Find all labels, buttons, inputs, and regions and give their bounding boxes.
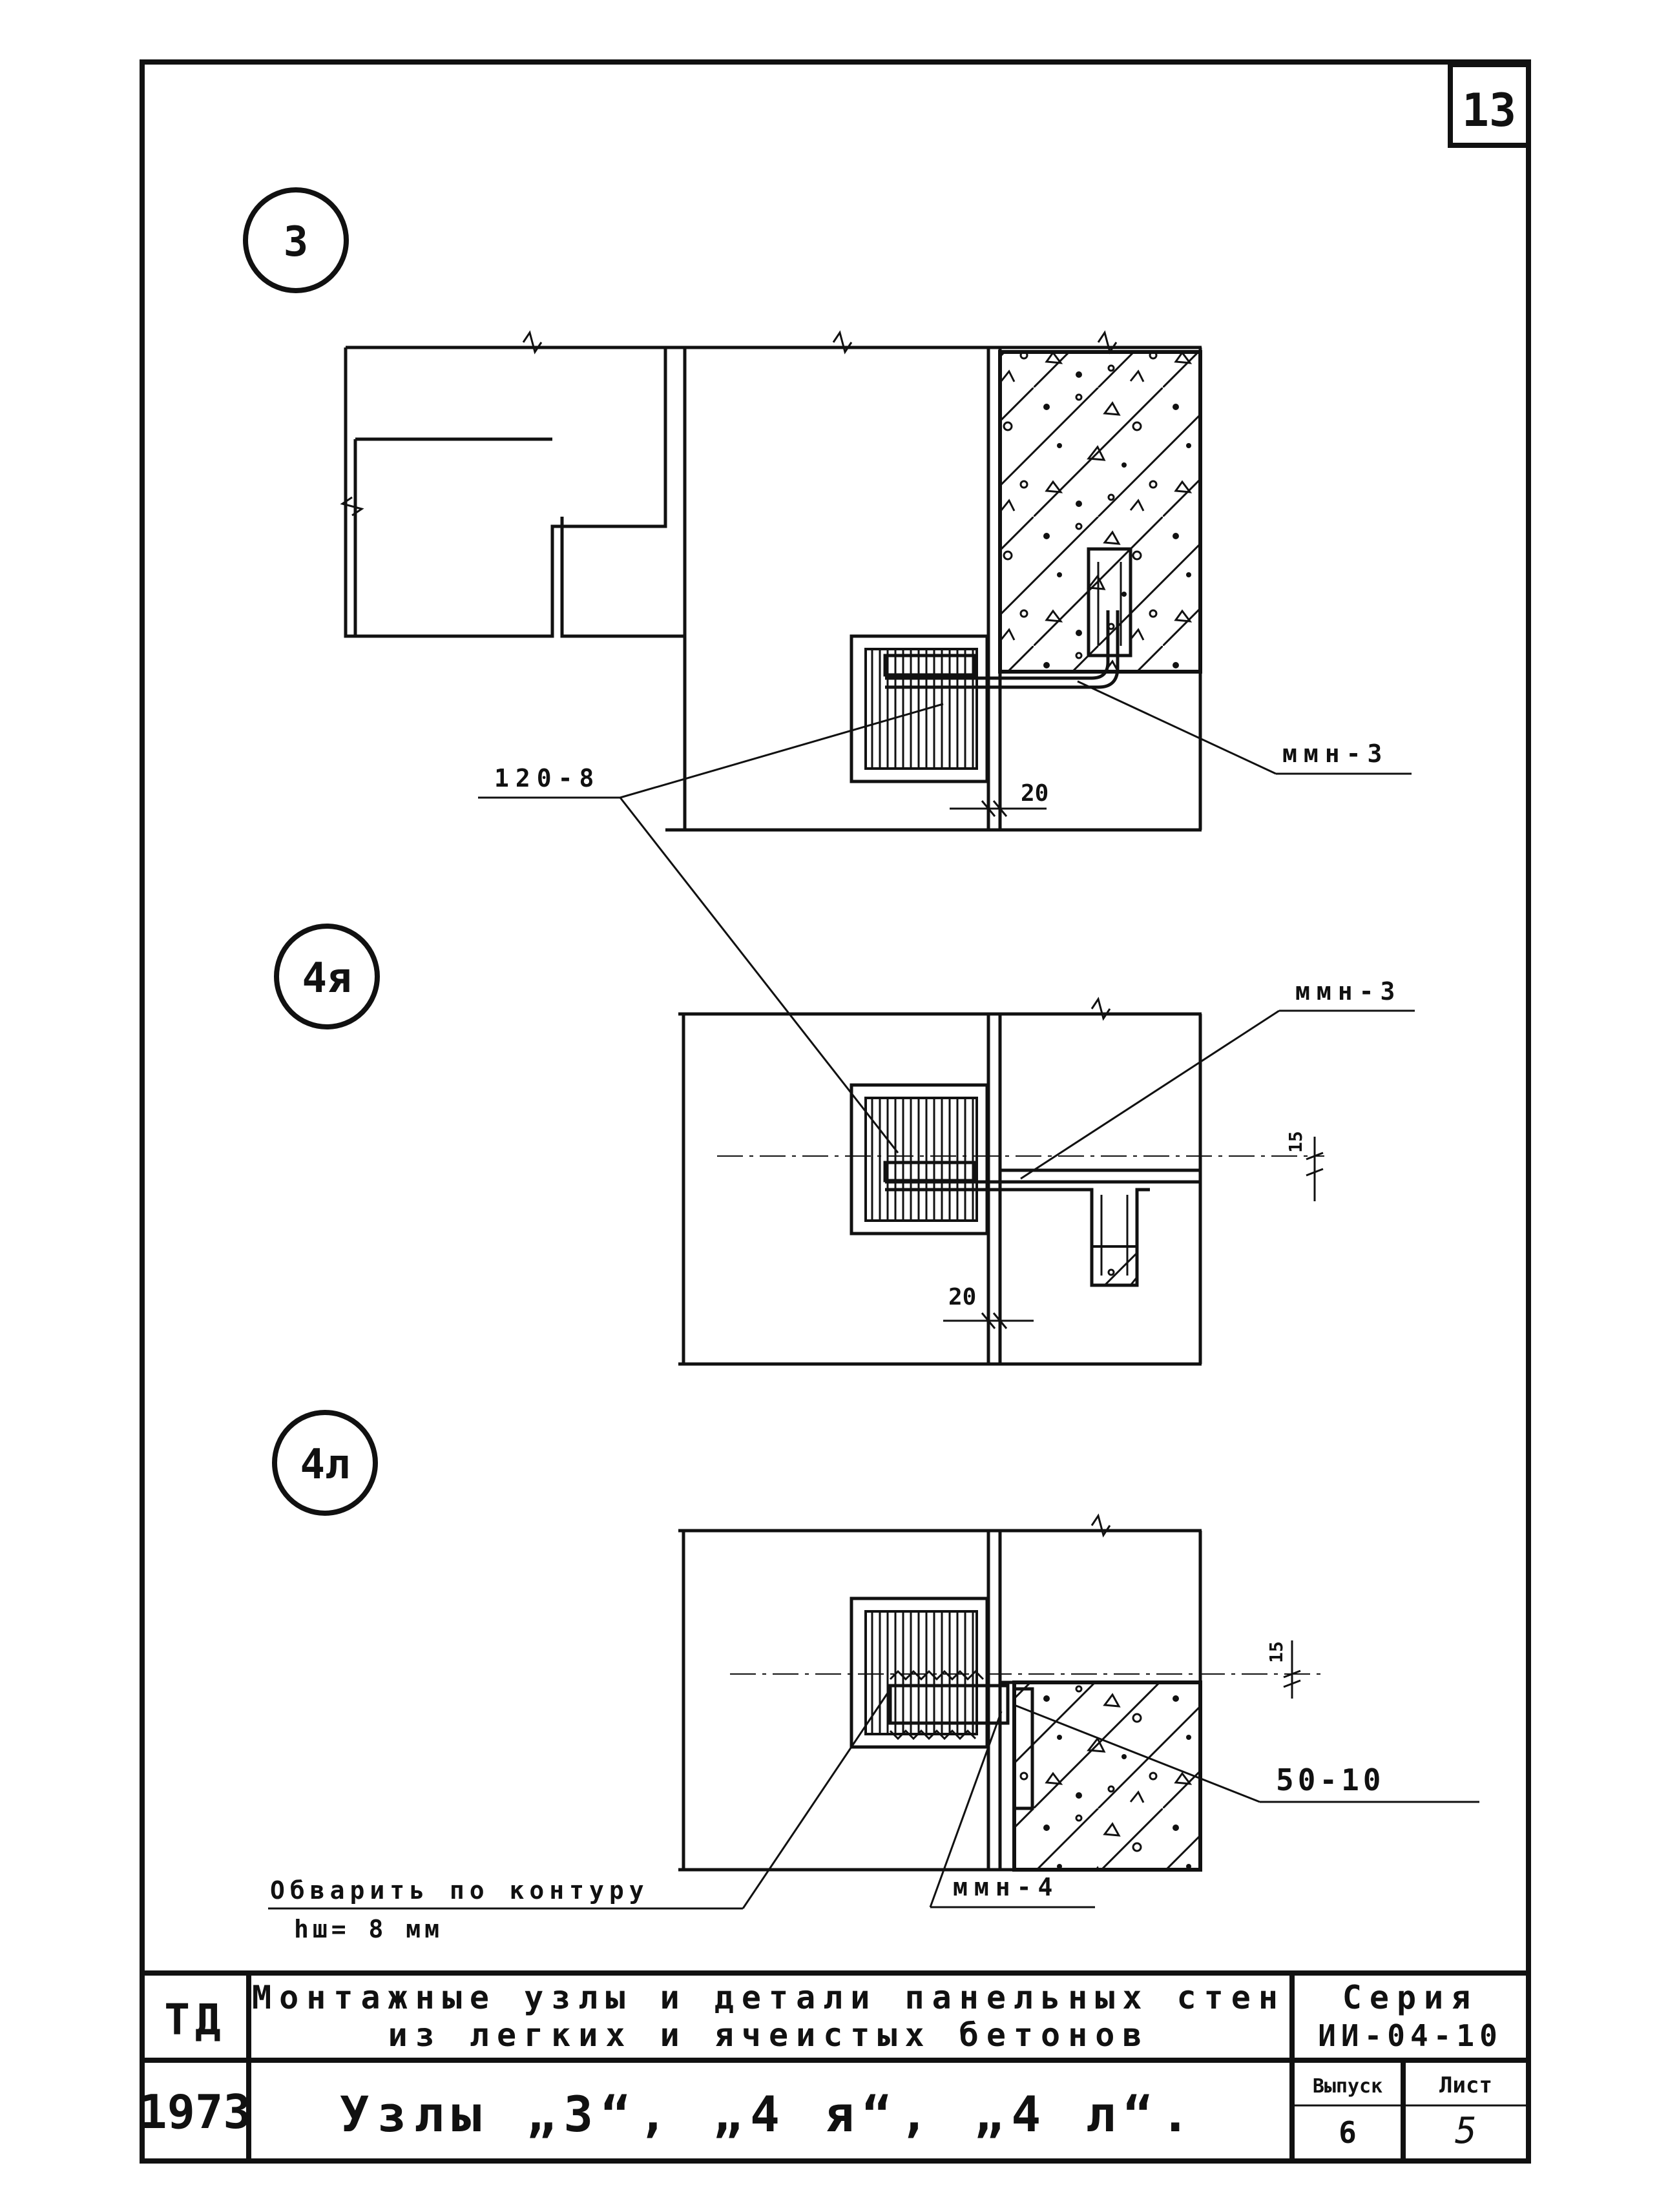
insulation-filler <box>864 648 978 770</box>
dim-gap-node4ya: 20 <box>948 1284 976 1310</box>
org-code: ТД <box>164 1995 225 2045</box>
callout-mmn3-mid: ммн-3 <box>1295 977 1401 1006</box>
title-block: ТД 1973 Монтажные узлы и детали панельны… <box>139 1970 1528 2161</box>
series-label: Серия <box>1342 1979 1479 2016</box>
node-mark-label: 4я <box>302 955 351 1002</box>
node-mark-circle <box>272 1410 378 1516</box>
callout-mmn3-top: ммн-3 <box>1282 739 1388 768</box>
callout-weld-line1: Обварить по контуру <box>270 1876 649 1905</box>
concrete-block <box>998 350 1202 674</box>
dim-offset-node4l: 15 <box>1266 1641 1287 1663</box>
concrete-insert <box>1090 1245 1138 1287</box>
callout-50-10: 50-10 <box>1276 1762 1384 1797</box>
node-mark-label: 4л <box>300 1441 349 1489</box>
node-mark-label: 3 <box>284 218 309 266</box>
node-3: 3 20 ммн-3 <box>243 187 1412 1153</box>
concrete-block <box>1012 1680 1202 1872</box>
dim-offset-node4ya: 15 <box>1285 1131 1306 1153</box>
title-line-2: из легких и ячеистых бетонов <box>388 2016 1150 2054</box>
callout-weld-line2: hш= 8 мм <box>294 1915 443 1943</box>
series-value: ИИ-04-10 <box>1318 2018 1503 2053</box>
node-4ya: 4я 15 20 ммн-3 <box>274 924 1415 1366</box>
callout-mmn4: ммн-4 <box>953 1873 1059 1901</box>
insulation-filler <box>864 1610 978 1735</box>
drawing-subtitle: Узлы „3“, „4 я“, „4 л“. <box>340 2085 1198 2143</box>
issue-label: Выпуск <box>1313 2075 1382 2098</box>
sheet-frame: 13 <box>140 59 1531 2164</box>
dim-gap-node3: 20 <box>1021 780 1048 807</box>
issue-value: 6 <box>1339 2115 1357 2150</box>
title-line-1: Монтажные узлы и детали панельных стен <box>252 1979 1286 2016</box>
sheet-value: 5 <box>1455 2110 1477 2152</box>
node-mark-circle <box>274 924 380 1029</box>
insulation-filler <box>864 1097 978 1222</box>
callout-120-8: 120-8 <box>494 764 600 792</box>
page-number: 13 <box>1462 84 1516 137</box>
sheet-label: Лист <box>1439 2072 1492 2098</box>
node-mark-circle <box>243 187 349 293</box>
node-4l: 4л 15 50-10 ммн-4 <box>268 1410 1479 1943</box>
year: 1973 <box>139 2085 251 2139</box>
